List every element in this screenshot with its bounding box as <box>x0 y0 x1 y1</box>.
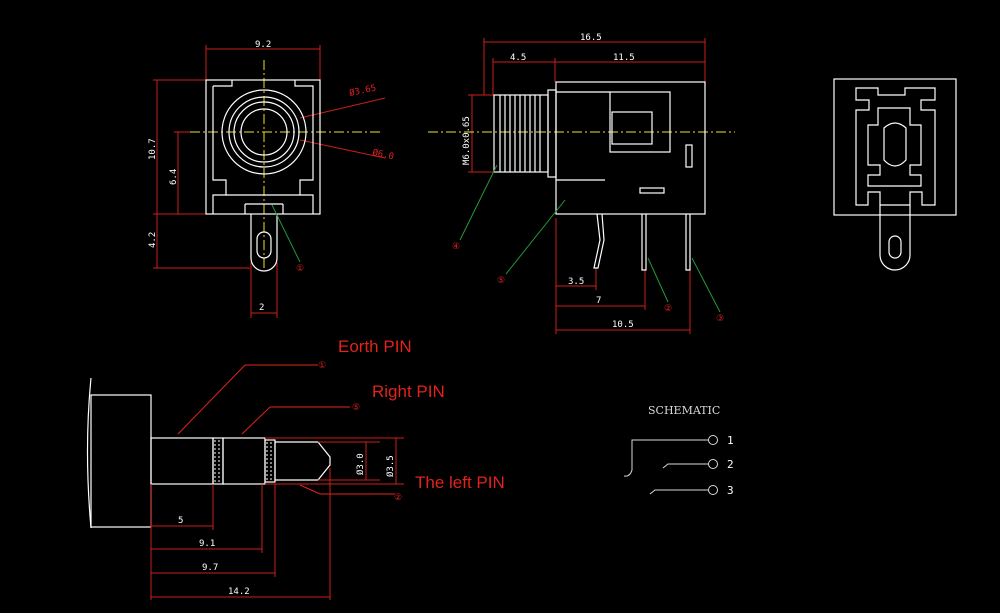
dim-plug-d30: Ø3.0 <box>355 453 366 475</box>
callout-2-plug: ② <box>394 493 402 503</box>
dim-height: 10.7 <box>148 138 158 160</box>
dim-width: 9.2 <box>255 40 271 50</box>
callout-4: ④ <box>452 242 460 252</box>
dim-plug-9-7: 9.7 <box>202 563 218 573</box>
dim-pin: 4.2 <box>148 232 158 248</box>
dim-plug-9-1: 9.1 <box>199 539 215 549</box>
front-view: 9.2 10.7 6.4 4.2 2 Ø3.65 Ø6.0 ① <box>148 40 395 318</box>
label-left-pin: The left PIN <box>415 473 505 492</box>
callout-5-plug: ⑤ <box>352 403 360 413</box>
dim-plug-5: 5 <box>178 516 183 526</box>
dim-body: 11.5 <box>613 53 635 63</box>
rear-view <box>833 78 957 271</box>
side-view: 16.5 4.5 11.5 M6.0x0.65 3.5 7 10.5 ④ ⑤ ②… <box>428 33 735 334</box>
dim-plug-14-2: 14.2 <box>228 587 250 597</box>
callout-1-plug: ① <box>318 361 326 371</box>
dim-pin-width: 2 <box>259 303 264 313</box>
callout-5-side: ⑤ <box>497 276 505 286</box>
plug-view: Eorth PIN Right PIN The left PIN ① ⑤ ② 5… <box>86 337 505 600</box>
dim-thread-len: 4.5 <box>510 53 526 63</box>
dim-pin-a: 3.5 <box>568 277 584 287</box>
dim-total: 16.5 <box>580 33 602 43</box>
dim-plug-d35: Ø3.5 <box>385 455 396 477</box>
dim-center: 6.4 <box>169 169 179 185</box>
dim-ring-outer: Ø3.65 <box>348 83 377 99</box>
callout-2-side: ② <box>664 304 672 314</box>
schematic: SCHEMATIC 1 2 3 <box>623 404 734 497</box>
schematic-title: SCHEMATIC <box>648 404 720 417</box>
schematic-pin-2: 2 <box>727 458 734 471</box>
dim-ring-inner: Ø6.0 <box>371 147 395 162</box>
dim-pin-b: 7 <box>596 296 601 306</box>
callout-3: ③ <box>716 314 724 324</box>
label-right-pin: Right PIN <box>372 382 445 401</box>
dim-thread: M6.0x0.65 <box>462 116 472 165</box>
label-earth-pin: Eorth PIN <box>338 337 412 356</box>
dim-pin-c: 10.5 <box>612 320 634 330</box>
schematic-pin-1: 1 <box>727 434 734 447</box>
callout-1-front: ① <box>296 264 304 274</box>
schematic-pin-3: 3 <box>727 484 734 497</box>
